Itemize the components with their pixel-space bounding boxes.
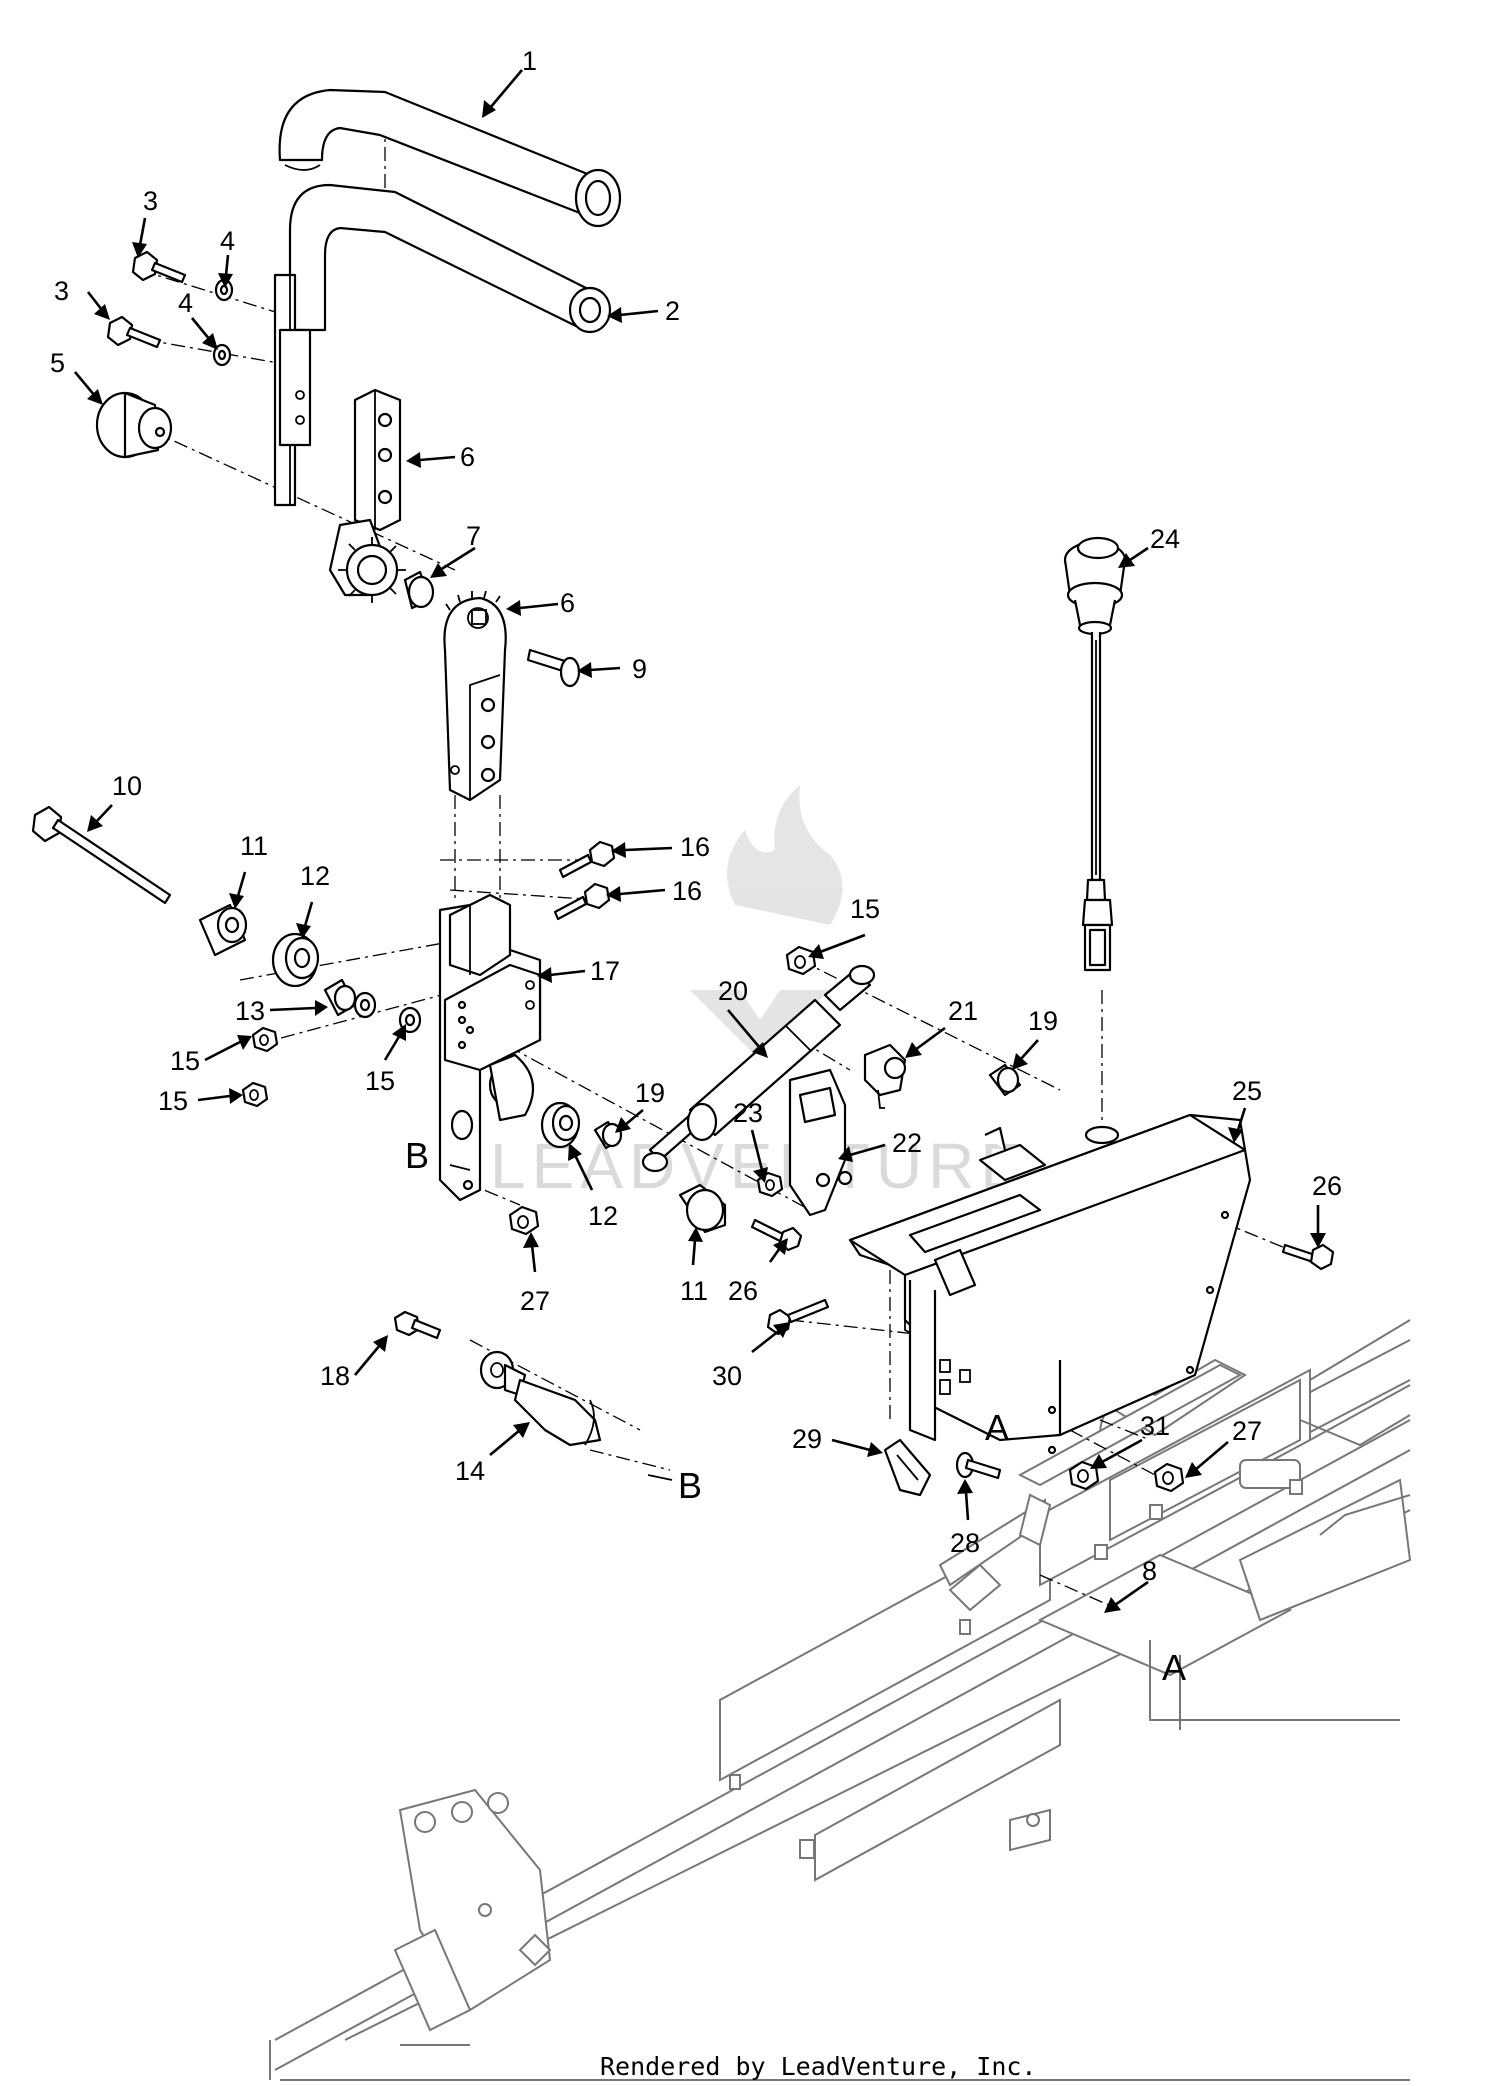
part-16-bolt-lower (553, 882, 611, 921)
watermark-text: LEADVENTURE (490, 1130, 1029, 1202)
part-27-nut-right (1153, 1462, 1185, 1493)
part-24-key-switch (1063, 536, 1127, 972)
part-18-bolt (393, 1310, 442, 1340)
part-27-nut-left (508, 1205, 540, 1236)
callout-13: 13 (235, 996, 265, 1026)
ref-b-upper-tick (449, 1164, 471, 1171)
callout-8: 8 (1142, 1556, 1157, 1586)
callout-18: 18 (320, 1361, 350, 1391)
callout-27b: 27 (1232, 1416, 1262, 1446)
callout-6a: 6 (460, 442, 475, 472)
callout-3a: 3 (143, 186, 158, 216)
callout-9: 9 (632, 654, 647, 684)
callout-26a: 26 (728, 1276, 758, 1306)
part-14-rod-end (479, 1350, 602, 1447)
callout-1: 1 (522, 46, 537, 76)
part-11-bushing-lower (678, 1183, 727, 1234)
callout-26b: 26 (1312, 1171, 1342, 1201)
part-28-carriage-bolt (955, 1451, 1002, 1480)
part-3-bolt-upper (131, 250, 187, 284)
callout-12a: 12 (300, 861, 330, 891)
part-26-bolt-right (1281, 1243, 1335, 1271)
callout-20: 20 (718, 976, 748, 1006)
ref-letter-a-upper: A (985, 1407, 1009, 1448)
ref-letter-b-upper: B (405, 1135, 429, 1176)
callout-16b: 16 (672, 876, 702, 906)
callout-17: 17 (590, 956, 620, 986)
callout-16a: 16 (680, 832, 710, 862)
part-12-bearing-lower (540, 1101, 581, 1149)
part-12-bearing-upper (271, 932, 320, 988)
callout-4a: 4 (220, 226, 235, 256)
ref-letter-b-lower: B (678, 1465, 702, 1506)
callout-30: 30 (712, 1361, 742, 1391)
part-22-bracket (788, 1068, 853, 1217)
callout-12b: 12 (588, 1201, 618, 1231)
callout-23: 23 (733, 1098, 763, 1128)
part-16-bolt-upper (558, 840, 616, 879)
callout-14: 14 (455, 1456, 485, 1486)
part-2-handle-bar (273, 183, 612, 507)
part-15-washer-c (398, 1006, 422, 1034)
leader-lines (74, 69, 1326, 1613)
callout-28: 28 (950, 1528, 980, 1558)
part-6-lower-arm (443, 590, 507, 802)
part-10-long-bolt (31, 805, 172, 905)
part-19-spacer-right (988, 1063, 1022, 1097)
callout-27a: 27 (520, 1286, 550, 1316)
callout-numbers: 1 2 3 4 3 4 5 6 7 6 9 24 10 11 12 16 16 … (50, 46, 1342, 1586)
callout-24: 24 (1150, 524, 1180, 554)
part-6-upper-bracket (328, 388, 406, 603)
callout-31: 31 (1140, 1411, 1170, 1441)
part-11-bushing-upper (198, 903, 248, 957)
part-3-bolt-lower (106, 315, 162, 349)
callout-2: 2 (665, 296, 680, 326)
part-17-pivot-plate (438, 893, 542, 1202)
watermark: LEADVENTURE (490, 785, 1029, 1202)
part-15-nut-d (785, 945, 817, 976)
callout-4b: 4 (178, 288, 193, 318)
part-25-main-bracket (848, 1113, 1252, 1455)
callout-15c: 15 (365, 1066, 395, 1096)
part-15-nut-b (241, 1081, 269, 1108)
part-15-nut-a (251, 1026, 279, 1053)
part-13-washer (353, 991, 377, 1019)
callout-22: 22 (892, 1128, 922, 1158)
callout-11b: 11 (680, 1276, 708, 1306)
part-5-knob (95, 391, 173, 459)
footer-credit: Rendered by LeadVenture, Inc. (600, 2052, 1037, 2081)
part-7-spacer (403, 570, 435, 610)
callout-7: 7 (466, 521, 481, 551)
callout-5: 5 (50, 348, 65, 378)
part-21-switch (863, 1043, 907, 1109)
part-1-upper-grip (278, 88, 622, 228)
callout-19b: 19 (1028, 1006, 1058, 1036)
ref-letter-a-lower: A (1162, 1647, 1186, 1688)
callout-6b: 6 (560, 588, 575, 618)
callout-15b: 15 (158, 1086, 188, 1116)
ref-b-lower-tick (647, 1474, 673, 1481)
callout-15a: 15 (170, 1046, 200, 1076)
callout-21: 21 (948, 996, 978, 1026)
callout-15d: 15 (850, 894, 880, 924)
callout-29: 29 (792, 1424, 822, 1454)
callout-11a: 11 (240, 831, 268, 861)
part-29-clip (883, 1438, 932, 1497)
callout-10: 10 (112, 771, 142, 801)
callout-25: 25 (1232, 1076, 1262, 1106)
callout-19a: 19 (635, 1078, 665, 1108)
callout-3b: 3 (54, 276, 69, 306)
reference-letters: B B A A (405, 1135, 1186, 1688)
part-20-gas-shock (641, 964, 876, 1173)
part-9-carriage-bolt (526, 648, 581, 688)
part-13-spacer (323, 978, 357, 1017)
